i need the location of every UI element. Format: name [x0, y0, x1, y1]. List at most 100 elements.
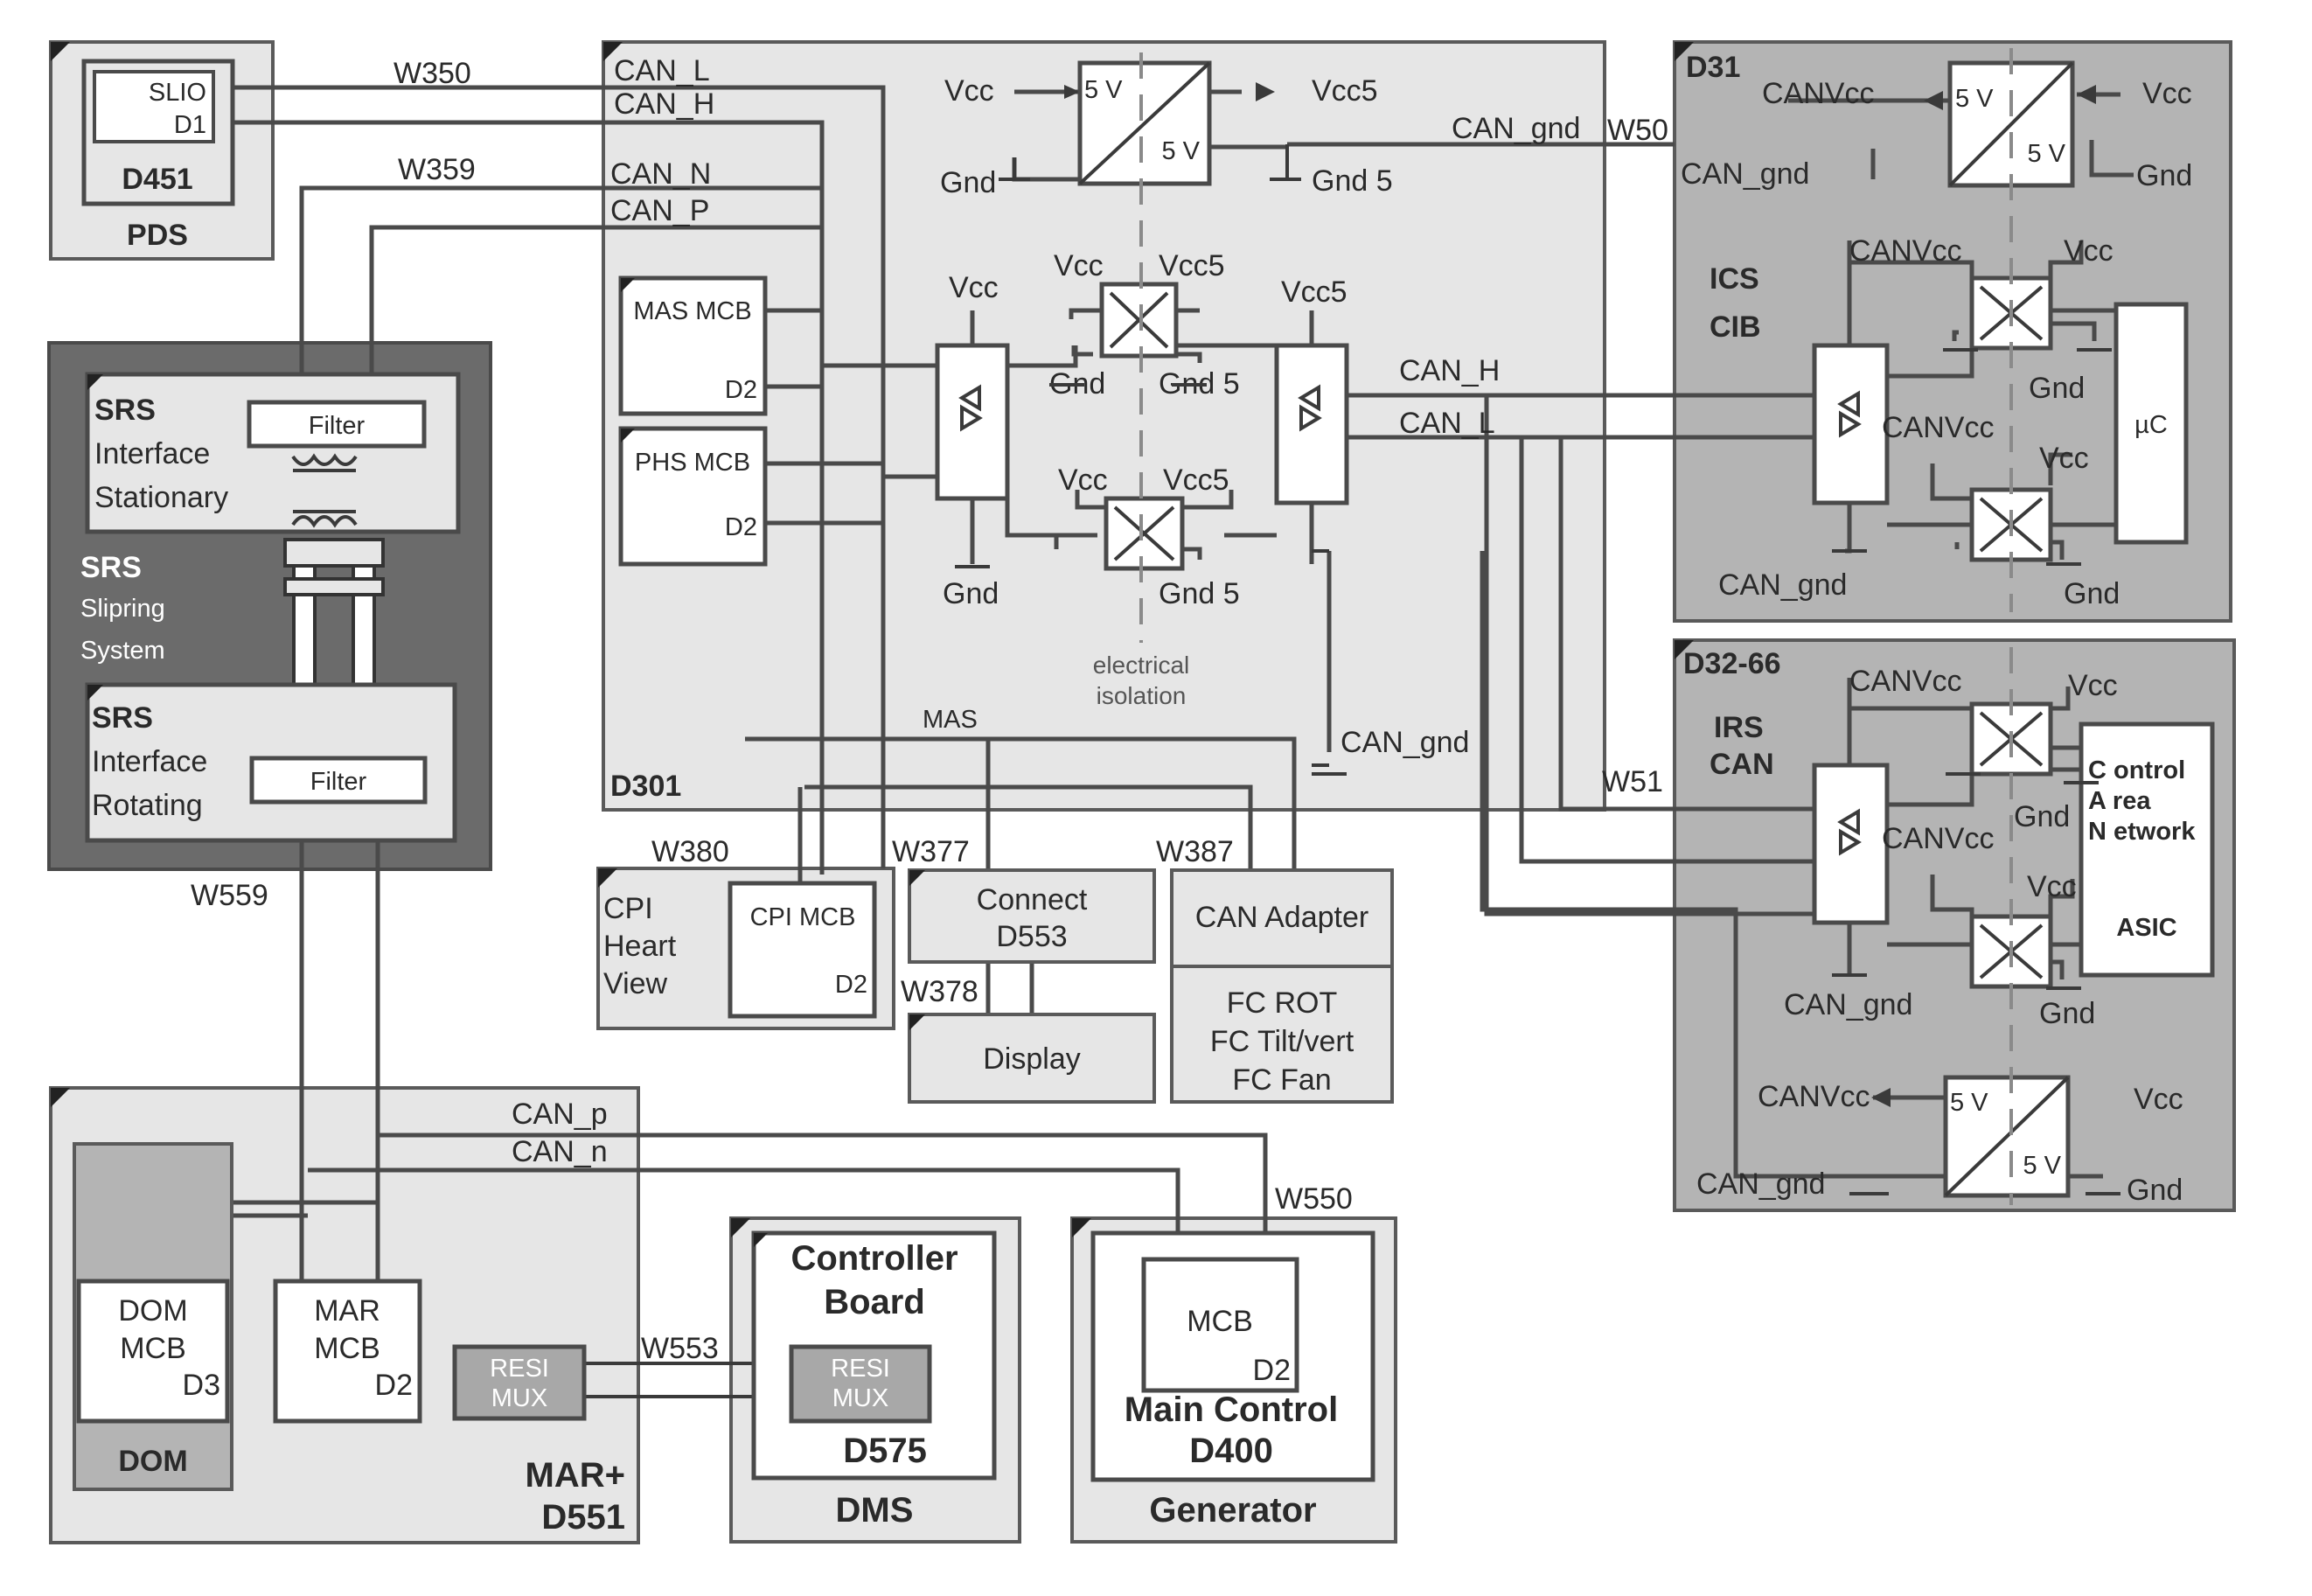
dms-label: DMS — [836, 1491, 914, 1530]
mar-can-p-label: CAN_p — [512, 1098, 608, 1131]
d31-transceiver — [1812, 343, 1890, 505]
mar-resi-mux — [452, 1344, 587, 1421]
d32-transceiver — [1812, 763, 1890, 925]
corner-tab — [1675, 640, 1694, 659]
d31-gnd-top: Gnd — [2136, 159, 2192, 192]
d575-label: D575 — [843, 1432, 927, 1470]
corner-tab — [909, 1014, 925, 1030]
d31-can-gnd-top: CAN_gnd — [1681, 157, 1809, 191]
w359-label: W359 — [398, 153, 476, 186]
controller-line2: Board — [824, 1283, 925, 1321]
corner-tab — [603, 42, 623, 61]
mas-mcb-d2: D2 — [725, 376, 757, 404]
srs-stationary-line3: Stationary — [94, 481, 228, 514]
d32-5v-out: 5 V — [2023, 1152, 2061, 1180]
w550-label: W550 — [1275, 1182, 1353, 1216]
asic-line2: A rea — [2088, 787, 2151, 815]
gnd5-top-label: Gnd 5 — [1312, 164, 1393, 198]
d451-label: D451 — [122, 163, 192, 196]
d31-label: D31 — [1686, 51, 1740, 84]
phs-mcb-d2: D2 — [725, 513, 757, 541]
corner-tab — [87, 685, 103, 700]
converter-diagonal — [1078, 61, 1211, 185]
w378-label: W378 — [901, 975, 978, 1008]
transceiver-icon — [1837, 808, 1862, 856]
d31-canvcc-2: CANVcc — [1882, 411, 1994, 444]
display-unit: Display — [908, 1013, 1156, 1104]
srs-rotating-line2: Interface — [92, 745, 207, 778]
cpi-heart-view: CPI Heart View CPI MCB D2 — [603, 881, 877, 1019]
mar-mcb-box — [273, 1279, 422, 1424]
d31-gnd-bottom: Gnd — [2064, 577, 2120, 610]
ground-symbol — [1270, 144, 1301, 181]
dms-resi-label: RESI — [831, 1355, 890, 1383]
cpi-line2: Heart — [603, 930, 677, 963]
coil-icon — [291, 453, 358, 472]
corner-tab — [87, 374, 103, 390]
can-adapter-item-3: FC Fan — [1232, 1063, 1331, 1097]
d32-canvcc-1: CANVcc — [1849, 665, 1961, 698]
isolator-x-icon — [1109, 291, 1169, 349]
can-h-out-label: CAN_H — [1399, 354, 1500, 387]
corner-tab — [621, 278, 635, 292]
dms-resi-mux — [789, 1344, 932, 1424]
ground-symbol — [999, 157, 1030, 181]
transceiver-icon — [958, 384, 983, 432]
transceiver-icon — [1298, 384, 1322, 432]
pds-unit: SLIO D1 D451 PDS — [81, 59, 235, 252]
w553-label: W553 — [641, 1332, 719, 1365]
d32-gnd-1: Gnd — [2014, 800, 2070, 833]
converter-in-5v: 5 V — [1084, 76, 1123, 104]
corner-tab — [621, 429, 635, 443]
coil-icon — [291, 510, 358, 528]
can-gnd-w50-label: CAN_gnd — [1452, 112, 1580, 145]
d31-vcc-top: Vcc — [2142, 77, 2192, 110]
slipring-bottom — [283, 577, 385, 596]
d31-5v-out: 5 V — [2027, 140, 2065, 168]
can-adapter-item-2: FC Tilt/vert — [1210, 1025, 1354, 1058]
filter-top — [247, 400, 427, 449]
srs-stationary-line1: SRS — [94, 394, 156, 427]
can-l-out-label: CAN_L — [1399, 407, 1495, 440]
filter-bottom-label: Filter — [310, 768, 367, 796]
d31-canvcc-1: CANVcc — [1849, 234, 1961, 268]
corner-tab — [1675, 42, 1694, 61]
d31-vcc-1: Vcc — [2064, 234, 2114, 268]
can-label: CAN — [1710, 748, 1774, 781]
controller-line1: Controller — [790, 1239, 958, 1278]
iso-vcc5-bottom: Vcc5 — [1163, 463, 1229, 497]
srs-system-line3: System — [80, 637, 165, 665]
can-adapter-box — [1170, 868, 1394, 1104]
mar-mcb-line3: D2 — [375, 1369, 413, 1402]
connect-line2: D553 — [996, 920, 1067, 953]
srs-system-line1: SRS — [80, 551, 142, 584]
mar-mux-label: MUX — [491, 1384, 547, 1412]
asic-line1: C ontrol — [2088, 756, 2185, 784]
pds-label: PDS — [127, 219, 188, 252]
dom-mcb-line3: D3 — [183, 1369, 220, 1402]
mas-mcb-box — [618, 275, 768, 416]
iso-vcc-top: Vcc — [1054, 249, 1104, 282]
phs-mcb-label: PHS MCB — [635, 449, 750, 477]
d31-5v-in: 5 V — [1955, 85, 1994, 113]
corner-tab — [754, 1233, 768, 1247]
mar-mcb-line2: MCB — [314, 1332, 380, 1365]
dom-label: DOM — [118, 1445, 187, 1478]
mcb-label: MCB — [1187, 1305, 1253, 1338]
d32-canvcc-2: CANVcc — [1882, 822, 1994, 855]
d32-can-gnd-1: CAN_gnd — [1784, 988, 1912, 1021]
mcb-d2-label: D2 — [1253, 1354, 1291, 1387]
cpi-line1: CPI — [603, 892, 653, 925]
filter-bottom — [249, 756, 428, 805]
slio-port — [93, 70, 215, 143]
isolation-label-1: electrical — [1093, 652, 1189, 679]
display-box — [908, 1013, 1156, 1104]
isolator-x-icon — [1113, 505, 1175, 561]
converter-diagonal — [1944, 1076, 2070, 1197]
d32-label: D32-66 — [1683, 647, 1781, 680]
d301-label: D301 — [610, 770, 681, 803]
iso-vcc-bottom: Vcc — [1058, 463, 1108, 497]
dom-mcb-line2: MCB — [120, 1332, 186, 1365]
mas-bus-label: MAS — [923, 706, 978, 734]
